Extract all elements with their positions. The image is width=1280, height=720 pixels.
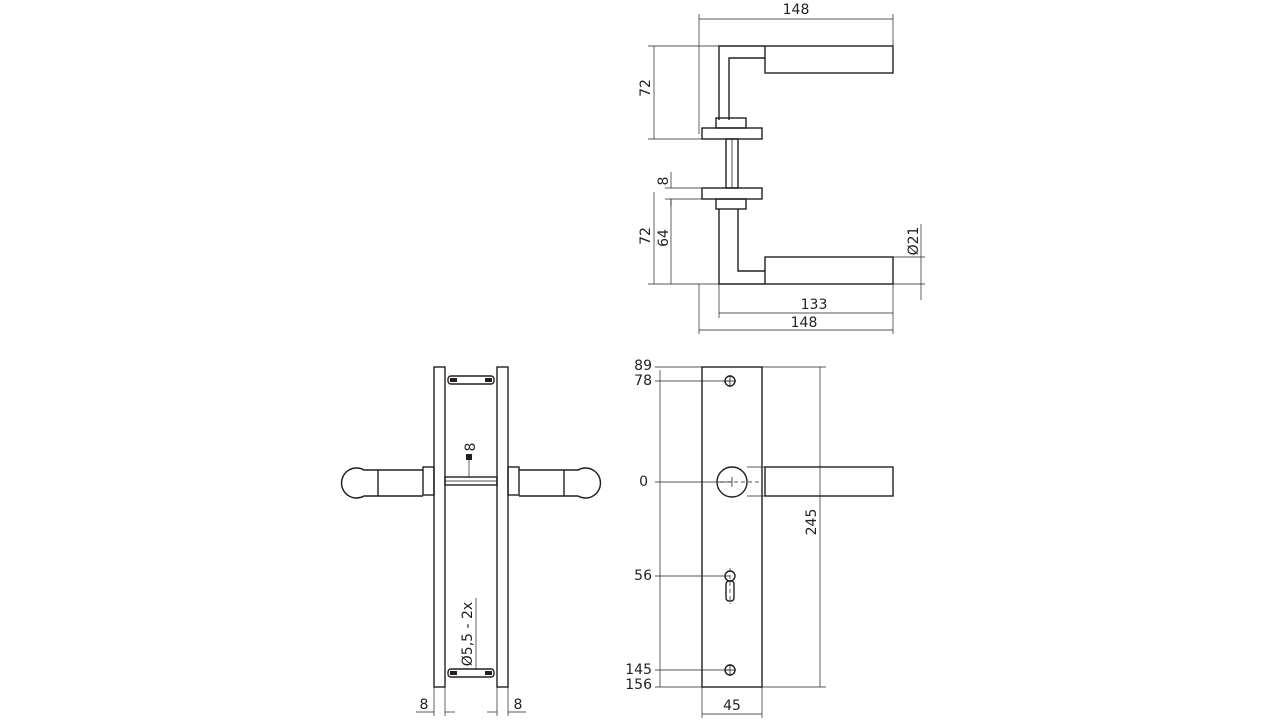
upper-rose — [701, 127, 763, 140]
dim-d21: Ø21 — [906, 227, 922, 256]
left-lever — [340, 467, 423, 499]
dim-8-square: 8 — [463, 443, 479, 452]
dim-screw-holes: Ø5,5 - 2x — [460, 602, 476, 666]
dim-78: 78 — [634, 373, 652, 389]
lower-rose — [701, 187, 763, 200]
bottom-screw — [447, 668, 495, 678]
dim-89: 89 — [634, 358, 652, 374]
dim-148-top: 148 — [783, 2, 810, 18]
dim-8-rose: 8 — [656, 177, 672, 186]
dim-145: 145 — [625, 662, 652, 678]
dim-64: 64 — [656, 229, 672, 247]
side-view: 8 Ø5,5 - 2x 8 8 — [340, 366, 602, 716]
upper-rose-collar — [715, 117, 747, 129]
top-view: 148 72 8 72 64 Ø21 133 148 — [638, 2, 925, 334]
dim-245: 245 — [804, 509, 820, 536]
dim-45: 45 — [723, 698, 741, 714]
dim-0: 0 — [639, 474, 648, 490]
dim-8-left: 8 — [420, 697, 429, 713]
left-plate — [433, 366, 446, 688]
dim-133: 133 — [801, 297, 828, 313]
left-rose — [422, 466, 435, 496]
front-view: 89 78 0 56 145 156 245 45 — [625, 358, 894, 718]
right-plate — [496, 366, 509, 688]
lower-rose-collar — [715, 198, 747, 210]
lower-lever-grip — [764, 256, 894, 285]
right-rose — [507, 466, 520, 496]
dim-8-right: 8 — [514, 697, 523, 713]
front-lever — [764, 466, 894, 497]
dim-156: 156 — [625, 677, 652, 693]
top-screw — [447, 375, 495, 385]
upper-lever-grip — [764, 45, 894, 74]
dim-72-bottom: 72 — [638, 227, 654, 245]
dim-148-bottom: 148 — [791, 315, 818, 331]
front-plate — [701, 366, 763, 688]
dim-56: 56 — [634, 568, 652, 584]
keyhole-slot — [725, 580, 735, 602]
upper-lever-neck — [718, 45, 765, 120]
dim-72-top: 72 — [638, 79, 654, 97]
lower-lever-neck — [718, 209, 765, 285]
right-lever — [519, 467, 602, 499]
